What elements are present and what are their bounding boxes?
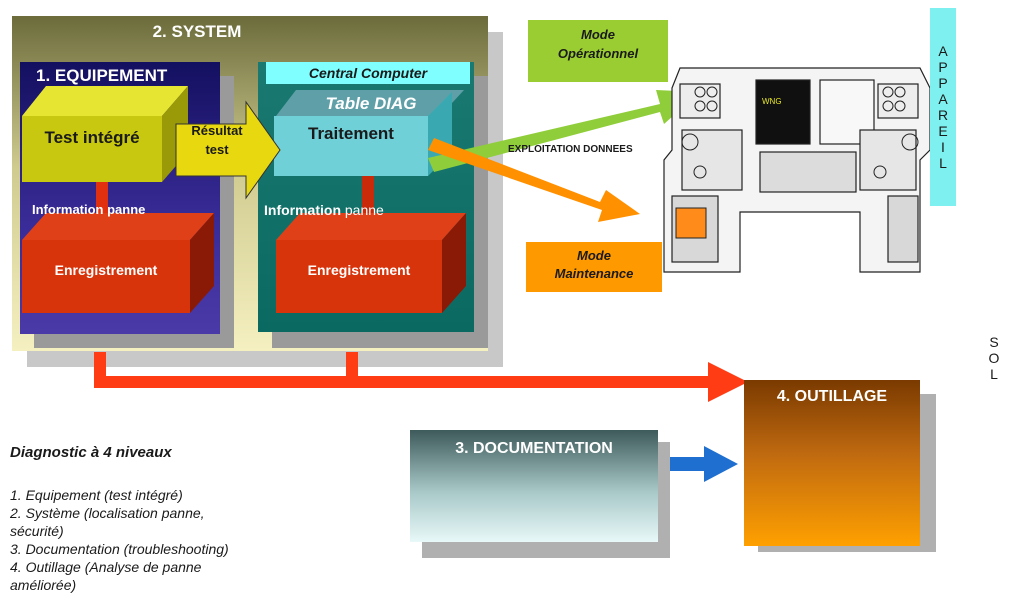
- documentation-title: 3. DOCUMENTATION: [455, 440, 613, 457]
- legend-item: améliorée): [10, 577, 77, 593]
- system-title: 2. SYSTEM: [152, 22, 242, 41]
- cockpit-illustration: [663, 67, 931, 273]
- exploitation-label: EXPLOITATION DONNEES: [508, 144, 633, 155]
- result-arrow-shape: [175, 100, 281, 200]
- table-diag-shape: [276, 90, 464, 116]
- equipement-info-label: Information panne: [32, 202, 146, 217]
- drop-arrow-1: [96, 182, 108, 220]
- equipement-record-label: Enregistrement: [54, 262, 158, 278]
- treatment-label: Traitement: [308, 124, 394, 143]
- record1-front: [22, 240, 190, 313]
- blue-arrow-head: [704, 446, 738, 482]
- sol-letter: L: [990, 366, 998, 382]
- record2-front: [276, 240, 442, 313]
- cockpit-warning-label: WNG: [762, 97, 782, 106]
- legend-title: Diagnostic à 4 niveaux: [10, 444, 172, 461]
- appareil-letter: L: [939, 155, 947, 171]
- legend-list: 1. Equipement (test intégré) 2. Système …: [10, 486, 340, 594]
- treatment-front: [274, 116, 428, 176]
- legend-item: 1. Equipement (test intégré): [10, 487, 183, 503]
- equipement-title: 1. EQUIPEMENT: [36, 66, 168, 85]
- computer-record-label: Enregistrement: [307, 262, 411, 278]
- appareil-letter: R: [937, 107, 949, 123]
- computer-info-label: Information panne: [264, 202, 384, 218]
- cockpit-dials: [681, 86, 919, 179]
- appareil-letter: I: [941, 139, 945, 155]
- documentation-panel: [410, 430, 658, 542]
- green-arrow: [428, 90, 700, 172]
- legend-item: sécurité): [10, 523, 64, 539]
- computer-info-normal: panne: [344, 202, 384, 218]
- mode-maintenance-box: [526, 242, 662, 292]
- appareil-letter: P: [938, 75, 948, 91]
- legend-item: 4. Outillage (Analyse de panne: [10, 559, 202, 575]
- blue-arrow-shaft: [668, 457, 708, 471]
- record2-side: [442, 213, 466, 313]
- appareil-label: A P P A R E I L: [930, 8, 956, 206]
- legend-item: 2. Système (localisation panne,: [10, 505, 205, 521]
- table-diag-label: Table DIAG: [325, 94, 417, 113]
- red-connector-head: [708, 362, 748, 402]
- computer-info-bold: Information: [264, 202, 341, 218]
- test-integre-label: Test intégré: [44, 128, 140, 147]
- mode-maintenance-line1: Mode: [577, 248, 611, 263]
- red-connector-line: [94, 376, 714, 388]
- cockpit-maint-screen: [675, 207, 707, 239]
- mode-operational-line2: Opérationnel: [557, 46, 639, 61]
- result-arrow-line1: Résultat: [191, 123, 243, 138]
- record1-side: [190, 213, 214, 313]
- orange-arrow: [428, 138, 640, 222]
- outillage-panel: [744, 380, 920, 546]
- appareil-letter: A: [938, 91, 948, 107]
- appareil-letter: A: [938, 43, 948, 59]
- mode-maintenance-line2: Maintenance: [554, 266, 634, 281]
- record1-top: [22, 213, 214, 240]
- appareil-letter: E: [938, 123, 948, 139]
- test-box-front: [22, 116, 162, 182]
- result-arrow-line2: test: [205, 142, 229, 157]
- computer-header: Central Computer: [266, 62, 470, 84]
- sol-letter: O: [988, 350, 1000, 366]
- test-box-top: [22, 86, 188, 116]
- legend-item: 3. Documentation (troubleshooting): [10, 541, 229, 557]
- record2-top: [276, 213, 466, 240]
- appareil-letter: P: [938, 59, 948, 75]
- outillage-title: 4. OUTILLAGE: [776, 388, 888, 405]
- drop-arrow-2: [362, 176, 374, 222]
- sol-letter: S: [989, 334, 999, 350]
- sol-label: S O L: [986, 334, 1002, 382]
- mode-operational-line1: Mode: [581, 27, 615, 42]
- mode-operational-box: [528, 20, 668, 82]
